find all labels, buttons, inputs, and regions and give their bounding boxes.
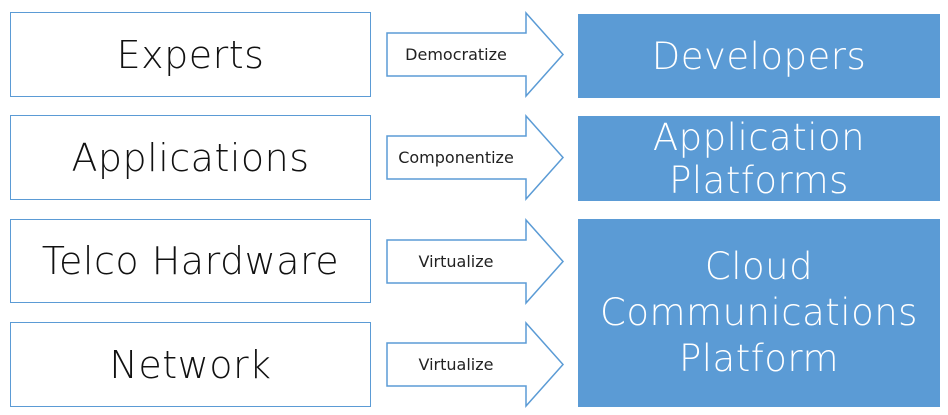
arrow-right-icon <box>386 11 565 98</box>
left-label-network: Network <box>109 342 272 387</box>
left-label-telco-hardware: Telco Hardware <box>41 239 340 283</box>
arrow-label-virtualize-hardware: Virtualize <box>418 252 494 271</box>
left-label-experts: Experts <box>116 32 265 77</box>
left-box-telco-hardware: Telco Hardware <box>10 219 371 303</box>
arrow-componentize: Componentize <box>386 114 565 201</box>
left-box-experts: Experts <box>10 12 371 97</box>
right-label-developers: Developers <box>651 34 867 78</box>
arrow-right-icon <box>386 114 565 201</box>
arrow-label-virtualize-network: Virtualize <box>418 355 494 374</box>
arrow-virtualize-network: Virtualize <box>386 321 565 408</box>
right-box-application-platforms: Application Platforms <box>578 115 940 202</box>
left-box-applications: Applications <box>10 115 371 200</box>
arrow-virtualize-hardware: Virtualize <box>386 218 565 305</box>
arrow-label-componentize: Componentize <box>398 148 514 167</box>
arrow-label-democratize: Democratize <box>405 45 507 64</box>
cloud-platform-label: Cloud Communications Platform <box>600 244 918 382</box>
arrow-right-icon <box>386 218 565 305</box>
right-box-developers: Developers <box>578 14 940 98</box>
left-label-applications: Applications <box>71 135 310 180</box>
left-box-network: Network <box>10 322 371 407</box>
right-box-cloud-communications-platform: Cloud Communications Platform <box>578 219 940 407</box>
cloud-line-2: Communications <box>600 291 918 334</box>
right-label-application-platforms: Application Platforms <box>652 115 866 202</box>
arrow-democratize: Democratize <box>386 11 565 98</box>
cloud-line-1: Cloud <box>704 245 814 288</box>
arrow-right-icon <box>386 321 565 408</box>
cloud-line-3: Platform <box>678 337 840 380</box>
